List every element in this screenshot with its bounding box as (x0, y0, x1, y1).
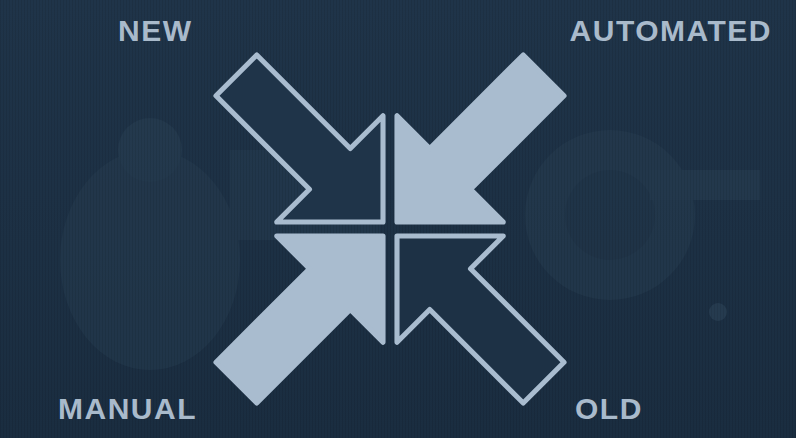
corner-label: AUTOMATED (570, 16, 772, 46)
corner-label: MANUAL (58, 394, 197, 424)
outlined-arrow (216, 55, 383, 222)
arrow-group (216, 55, 564, 403)
corner-label: NEW (118, 16, 193, 46)
filled-arrow (397, 55, 564, 222)
outlined-arrow (397, 236, 564, 403)
corner-label: OLD (575, 394, 643, 424)
filled-arrow (216, 236, 383, 403)
